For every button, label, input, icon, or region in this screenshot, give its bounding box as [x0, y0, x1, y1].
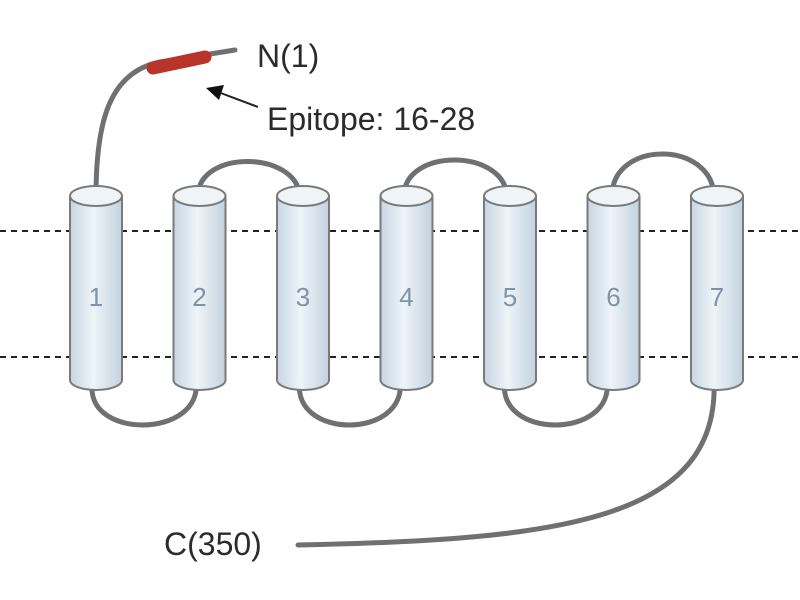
epitope-arrow-line: [217, 91, 259, 108]
helix-6: 6: [586, 185, 641, 391]
helix-label: 3: [296, 282, 310, 312]
helix-4: 4: [379, 185, 434, 391]
epitope-label: Epitope: 16-28: [267, 101, 475, 137]
c-terminal-tail: [295, 377, 717, 548]
helix-body: [379, 196, 434, 391]
helix-body: [690, 196, 744, 391]
helix-label: 1: [89, 282, 103, 312]
epitope-segment: [146, 50, 212, 75]
helix-top-cap: [379, 185, 434, 207]
helix-2: 2: [172, 185, 227, 391]
helix-label: 6: [606, 282, 620, 312]
epitope-arrow-head: [206, 85, 224, 100]
helix-top-cap: [586, 185, 641, 207]
helix-top-cap: [483, 185, 537, 207]
intracellular-loop-3: [502, 377, 610, 428]
helix-label: 4: [399, 282, 413, 312]
helix-label: 2: [192, 282, 206, 312]
helix-label: 7: [710, 282, 724, 312]
intracellular-loop-1: [89, 377, 199, 428]
helix-7: 7: [690, 185, 744, 391]
helix-3: 3: [276, 185, 330, 391]
helix-body: [172, 196, 227, 391]
helix-body: [69, 196, 123, 391]
extracellular-loop-3: [609, 151, 717, 199]
helix-body: [483, 196, 537, 391]
helix-top-cap: [172, 185, 227, 207]
helix-top-cap: [276, 185, 330, 207]
helix-top-cap: [69, 185, 123, 207]
helix-body: [276, 196, 330, 391]
intracellular-loop-2: [297, 377, 403, 428]
c-terminus-label: C(350): [164, 526, 262, 562]
helix-1: 1: [69, 185, 123, 391]
extracellular-loop-2: [401, 157, 510, 199]
helix-5: 5: [483, 185, 537, 391]
helix-top-cap: [690, 185, 744, 207]
helix-body: [586, 196, 641, 391]
transmembrane-helices: 1 2 3 4 5 6 7: [69, 185, 744, 391]
helix-label: 5: [503, 282, 517, 312]
extracellular-loop-1: [195, 159, 303, 199]
n-terminus-label: N(1): [257, 38, 319, 74]
